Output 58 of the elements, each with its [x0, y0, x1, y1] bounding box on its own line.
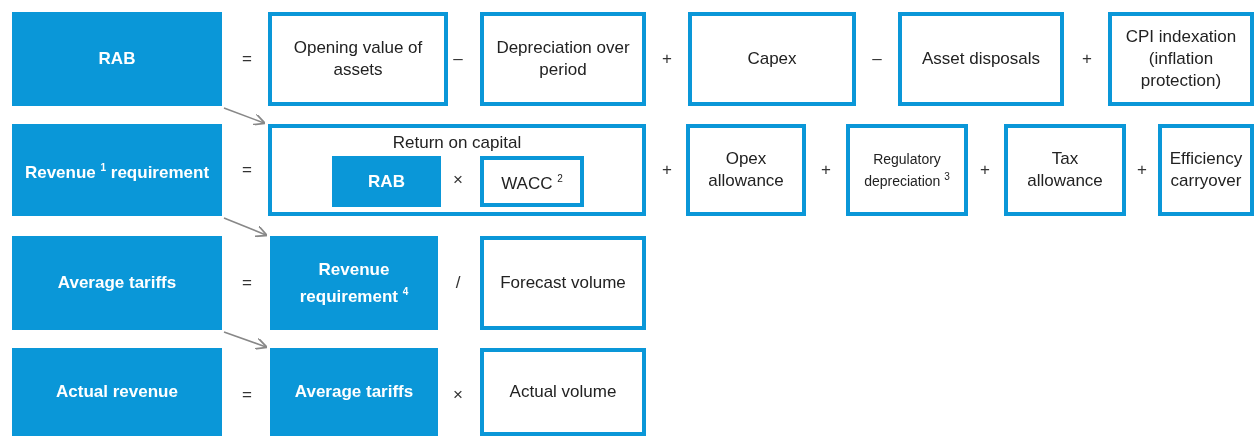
component-box — [480, 348, 646, 436]
operator-sign: + — [980, 160, 990, 180]
box-label: RAB — [97, 48, 137, 70]
box-label: Return on capital — [391, 132, 523, 154]
term-box — [12, 236, 222, 330]
box-label: Asset disposals — [920, 48, 1042, 70]
box-label: Regulatory depreciation $^{3}$ — [863, 150, 951, 190]
operator-sign: = — [242, 385, 252, 405]
component-box — [1158, 124, 1254, 216]
term-box — [270, 348, 438, 436]
box-label: Revenue requirement $^{4}$ — [298, 258, 410, 308]
arrow — [223, 217, 268, 238]
box-label: Average tariffs — [293, 381, 415, 403]
component-box — [898, 12, 1064, 106]
box-label: Actual volume — [508, 381, 618, 403]
component-box — [688, 12, 856, 106]
component-box — [1108, 12, 1254, 106]
operator-sign: + — [662, 160, 672, 180]
term-box — [12, 12, 222, 106]
term-box — [12, 348, 222, 436]
operator-sign: = — [242, 160, 252, 180]
operator-sign: – — [872, 49, 882, 69]
component-box — [480, 156, 584, 207]
box-label: Capex — [746, 48, 798, 70]
operator-sign: + — [821, 160, 831, 180]
box-label: Opex allowance — [707, 148, 785, 192]
box-label: CPI indexation (inflation protection) — [1124, 26, 1238, 92]
arrow — [223, 331, 268, 350]
box-label: Actual revenue — [55, 381, 179, 403]
box-label: Efficiency carryover — [1168, 148, 1244, 192]
operator-sign: + — [1082, 49, 1092, 69]
box-label: RAB — [367, 170, 406, 193]
term-box — [12, 124, 222, 216]
arrow — [223, 107, 266, 126]
operator-sign: – — [453, 49, 463, 69]
box-label: Revenue $^{1}$ requirement — [23, 160, 211, 184]
term-box — [270, 236, 438, 330]
operator-sign: / — [455, 273, 461, 293]
group-box — [268, 124, 646, 216]
component-box — [268, 12, 448, 106]
box-label: Average tariffs — [56, 272, 178, 294]
operator-sign: × — [453, 170, 463, 190]
term-box — [332, 156, 441, 207]
box-label: Depreciation over period — [495, 37, 631, 81]
operator-sign: + — [1137, 160, 1147, 180]
operator-sign: + — [662, 49, 672, 69]
operator-sign: = — [242, 49, 252, 69]
component-box — [1004, 124, 1126, 216]
box-label: Tax allowance — [1026, 148, 1104, 192]
component-box — [480, 236, 646, 330]
operator-sign: = — [242, 273, 252, 293]
component-box — [480, 12, 646, 106]
component-box — [846, 124, 968, 216]
operator-sign: × — [453, 385, 463, 405]
component-box — [686, 124, 806, 216]
box-label: WACC $^{2}$ — [500, 172, 564, 195]
box-label: Opening value of assets — [292, 37, 424, 81]
box-label: Forecast volume — [499, 272, 627, 294]
